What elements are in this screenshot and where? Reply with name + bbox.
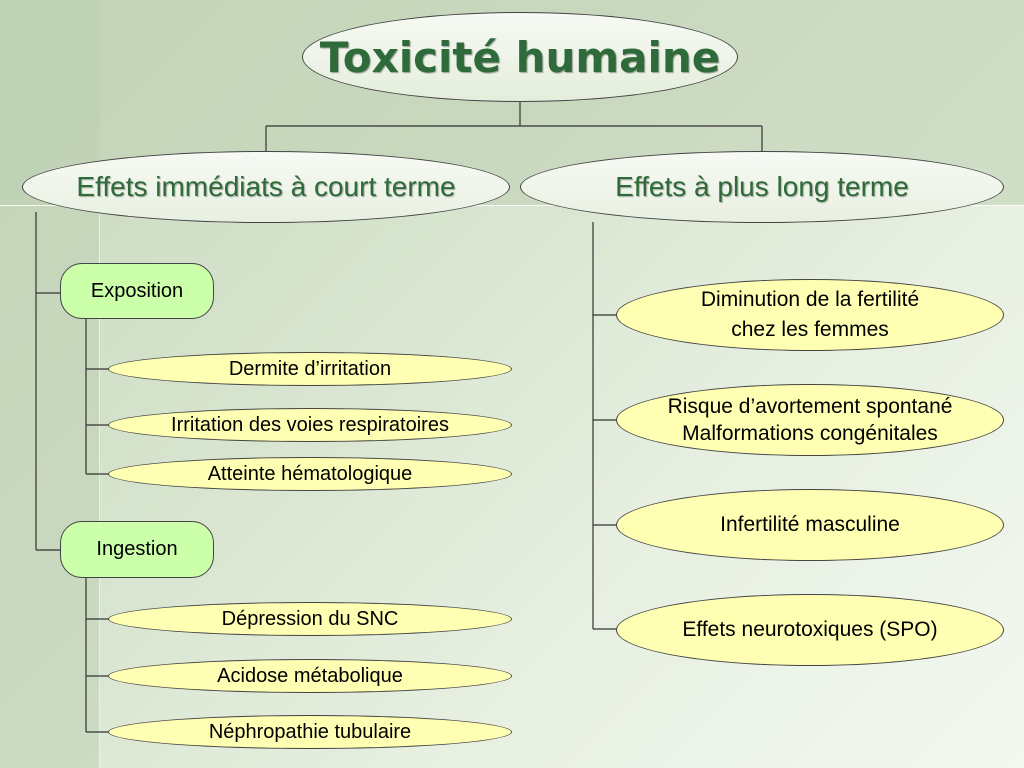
effect-avortement-line2: Malformations congénitales — [682, 422, 938, 445]
effect-acidose-label: Acidose métabolique — [217, 664, 403, 687]
category-ingestion-label: Ingestion — [96, 538, 178, 560]
branch-immediate-label: Effets immédiats à court terme — [76, 171, 456, 202]
effect-dermite-label: Dermite d’irritation — [228, 357, 392, 380]
effect-depression-node: Dépression du SNC — [108, 602, 512, 636]
effect-fertilite-line2: chez les femmes — [731, 318, 889, 341]
effect-fertilite-node: Diminution de la fertilité chez les femm… — [616, 279, 1004, 351]
effect-avortement-node: Risque d’avortement spontané Malformatio… — [616, 384, 1004, 456]
effect-irritation-label: Irritation des voies respiratoires — [171, 413, 449, 436]
background-band-left — [0, 0, 100, 768]
effect-nephropathie-node: Néphropathie tubulaire — [108, 715, 512, 749]
effect-irritation-node: Irritation des voies respiratoires — [108, 408, 512, 442]
effect-atteinte-node: Atteinte hématologique — [108, 457, 512, 491]
background-hairline-horizontal — [0, 205, 1024, 206]
effect-infertilite-label: Infertilité masculine — [720, 512, 900, 536]
branch-long-term-label: Effets à plus long terme — [615, 171, 909, 202]
category-exposition-node: Exposition — [60, 263, 214, 319]
effect-acidose-node: Acidose métabolique — [108, 659, 512, 693]
category-ingestion-node: Ingestion — [60, 521, 214, 578]
effect-neurotoxiques-node: Effets neurotoxiques (SPO) — [616, 594, 1004, 666]
title-node: Toxicité humaine — [302, 12, 738, 102]
category-exposition-label: Exposition — [90, 279, 184, 302]
branch-long-term-node: Effets à plus long terme — [520, 151, 1004, 223]
effect-neurotoxiques-label: Effets neurotoxiques (SPO) — [682, 617, 938, 641]
effect-depression-label: Dépression du SNC — [221, 607, 399, 630]
effect-nephropathie-label: Néphropathie tubulaire — [208, 720, 412, 743]
title-text: Toxicité humaine — [319, 32, 721, 82]
effect-fertilite-line1: Diminution de la fertilité — [700, 287, 920, 311]
effect-dermite-node: Dermite d’irritation — [108, 352, 512, 386]
effect-atteinte-label: Atteinte hématologique — [207, 462, 413, 485]
background-hairline-vertical — [99, 205, 100, 768]
branch-immediate-node: Effets immédiats à court terme — [22, 151, 510, 223]
effect-avortement-line1: Risque d’avortement spontané — [667, 394, 953, 418]
effect-infertilite-node: Infertilité masculine — [616, 489, 1004, 561]
